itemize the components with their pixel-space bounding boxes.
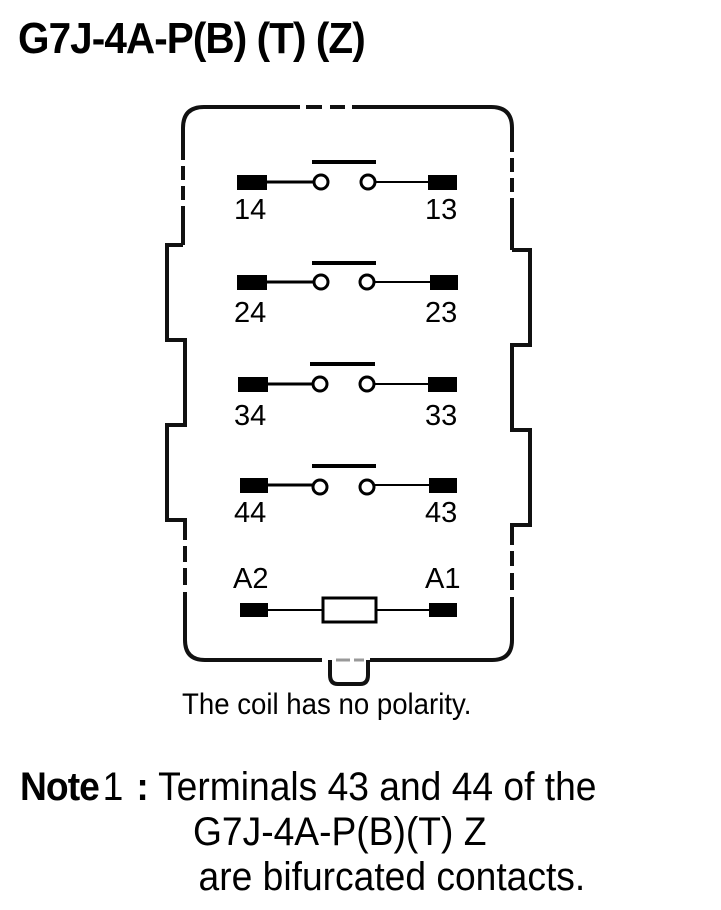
terminal-label: 23	[425, 297, 457, 329]
note-label: Note	[20, 765, 100, 809]
contact-point	[312, 173, 330, 191]
terminal-label: 44	[234, 497, 266, 529]
note-separator: :	[136, 765, 149, 809]
terminal-pad	[429, 478, 457, 493]
contact-point	[312, 273, 330, 291]
coil-symbol	[321, 596, 378, 624]
contact-1: 14 13	[234, 160, 457, 226]
note-text: Terminals 43 and 44 of the	[158, 765, 597, 809]
terminal-label: A2	[233, 563, 268, 595]
contact-point	[358, 375, 376, 393]
terminal-label: 34	[234, 400, 266, 432]
contact-point	[311, 478, 329, 496]
terminal-pad	[240, 603, 268, 617]
note-line-2: G7J-4A-P(B)(T) Z	[192, 810, 487, 854]
terminal-label: 24	[234, 297, 266, 329]
terminal-pad	[240, 478, 268, 493]
note-number: 1	[102, 765, 124, 809]
contact-point	[359, 173, 377, 191]
terminal-pad	[430, 275, 458, 290]
relay-outline	[165, 105, 532, 686]
page-title: G7J-4A-P(B) (T) (Z)	[18, 14, 366, 63]
terminal-pad	[429, 603, 457, 617]
contact-3: 34 33	[234, 362, 457, 432]
contact-point	[358, 273, 376, 291]
note-line-3: are bifurcated contacts.	[198, 855, 586, 899]
terminal-label: 14	[234, 194, 266, 226]
terminal-pad	[237, 175, 267, 190]
terminal-pad	[238, 377, 268, 392]
terminal-label: 43	[425, 497, 457, 529]
terminal-pad	[237, 275, 267, 290]
coil: A2 A1	[233, 563, 460, 624]
note-block: Note1:Terminals 43 and 44 of the G7J-4A-…	[20, 765, 596, 900]
contact-point	[358, 478, 376, 496]
contact-2: 24 23	[234, 261, 458, 329]
note-line-1: Note1:Terminals 43 and 44 of the	[20, 765, 596, 810]
terminal-label: 33	[425, 400, 457, 432]
contact-point	[311, 375, 329, 393]
terminal-label: 13	[425, 194, 457, 226]
terminal-pad	[428, 377, 457, 392]
terminal-pad	[428, 175, 457, 190]
coil-polarity-caption: The coil has no polarity.	[182, 688, 472, 721]
contact-4: 44 43	[234, 464, 457, 529]
terminal-label: A1	[425, 563, 460, 595]
